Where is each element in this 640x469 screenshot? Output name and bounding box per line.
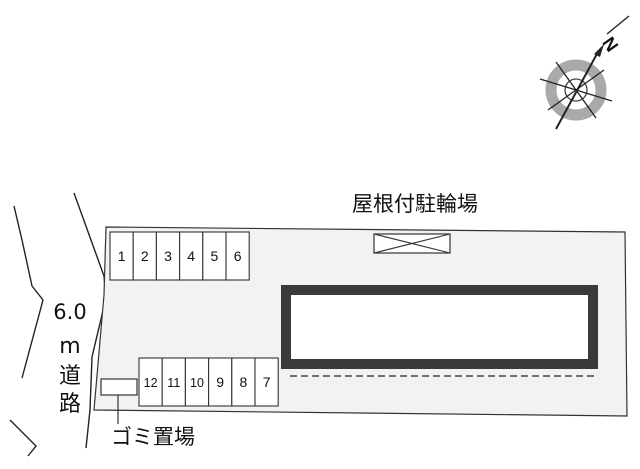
road-unit-label: m	[59, 334, 81, 359]
parking-top-slot-number: 5	[211, 248, 219, 264]
road-edge-left-lower	[9, 419, 37, 457]
bicycle-parking-label: 屋根付駐輪場	[352, 192, 478, 216]
compass-icon: N	[539, 15, 630, 130]
parking-top-slot-number: 4	[187, 248, 195, 264]
parking-bottom-slot-number: 10	[190, 376, 204, 390]
parking-top-slot-number: 2	[141, 248, 149, 264]
compass-north-letter: N	[598, 33, 622, 55]
parking-bottom-slot-7	[254, 357, 279, 407]
parking-bottom-slot-number: 8	[240, 374, 248, 390]
parking-top-slot-number: 1	[118, 248, 126, 264]
parking-top-slot-6	[225, 231, 250, 281]
road-edge-right	[73, 192, 107, 449]
parking-bottom-slot-number: 7	[263, 374, 271, 390]
building-inner	[291, 295, 588, 359]
bicycle-parking-cross-b	[373, 233, 451, 254]
road-char-ro: 路	[58, 392, 81, 417]
parking-bottom-slot-number: 11	[167, 376, 180, 390]
parking-top-slot-number: 3	[164, 248, 172, 264]
garbage-box	[100, 378, 138, 396]
parking-top-slot-number: 6	[234, 248, 242, 264]
road-width-label: 6.0	[53, 300, 87, 324]
parking-bottom-slot-number: 9	[216, 374, 224, 390]
road-char-michi: 道	[58, 364, 81, 389]
garbage-label: ゴミ置場	[111, 425, 195, 449]
parking-bottom-slot-number: 12	[144, 376, 158, 390]
road-edge-left	[13, 205, 44, 379]
